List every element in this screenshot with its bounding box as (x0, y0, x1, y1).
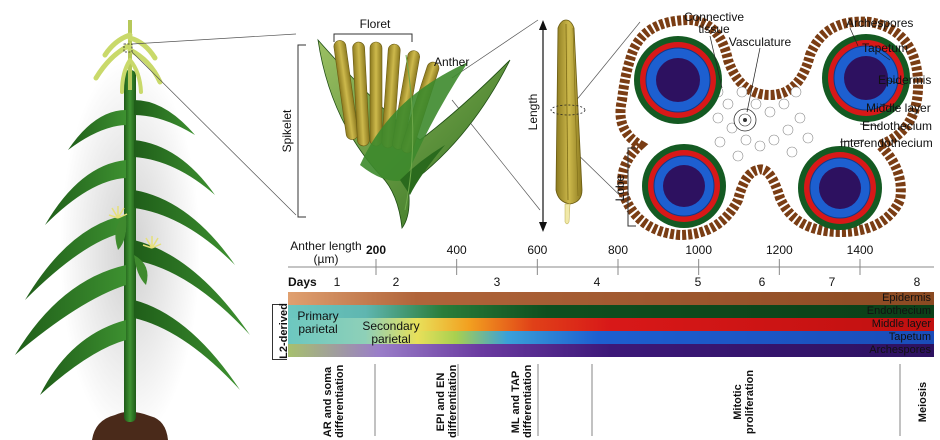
soil (92, 411, 168, 440)
stage-dividers (374, 364, 901, 436)
day-label: 3 (494, 275, 501, 289)
layer-label: Tapetum (888, 331, 931, 343)
anther-label: Anther (434, 55, 469, 69)
zoom-line (569, 21, 641, 109)
stage-meiosis: Meiosis (917, 381, 929, 423)
spikelet-label: Spikelet (280, 109, 294, 152)
locule (798, 146, 882, 230)
layer-label: Endothecium (866, 305, 931, 317)
zoom-box (123, 43, 133, 53)
locule (822, 34, 910, 122)
length-tick-label: 800 (608, 243, 628, 257)
floret-label: Floret (360, 17, 391, 31)
day-label: 2 (393, 275, 400, 289)
layer-bar-middle-layer: Middle layer (288, 318, 934, 331)
length-tick-label: 400 (447, 243, 467, 257)
anther-length-label: Anther length(µm) (290, 239, 361, 266)
archespores-label: Archespores (846, 16, 913, 30)
anther-illustration (539, 19, 586, 232)
corn-plant (15, 20, 250, 440)
floret-bracket (333, 33, 413, 42)
length-tick-label: 1400 (847, 243, 874, 257)
days-label: Days (288, 275, 317, 289)
epidermis-label: Epidermis (878, 73, 931, 87)
layer-bar-epidermis: Epidermis (288, 292, 934, 305)
tapetum-label: Tapetum (862, 41, 908, 55)
anther-length-axis: Anther length(µm) 200 400 600 800 1000 1200 14… (288, 239, 934, 275)
day-label: 7 (829, 275, 836, 289)
tassel (93, 20, 163, 94)
day-label: 6 (759, 275, 766, 289)
interendothecium-label: Interendothecium (840, 136, 933, 150)
layer-label: Archespores (869, 344, 931, 356)
layer-label: Epidermis (882, 292, 931, 304)
layer-bar-tapetum: Tapetum (288, 331, 934, 344)
spikelet-bracket (297, 44, 306, 218)
day-label: 1 (334, 275, 341, 289)
stem (124, 70, 136, 422)
layer-label: Middle layer (871, 318, 931, 330)
length-label: Length (526, 94, 540, 131)
day-label: 5 (695, 275, 702, 289)
zoom-line (131, 51, 297, 216)
middle-layer-label: Middle layer (866, 101, 931, 115)
l2-derived-label: L2-derived (278, 303, 290, 359)
lobe-label: Lobe (613, 174, 627, 201)
zoom-line (451, 19, 539, 79)
length-tick-label: 1000 (685, 243, 712, 257)
l2-bracket (272, 304, 287, 360)
endothecium-label: Endothecium (862, 119, 932, 133)
vasculature-label: Vasculature (729, 35, 792, 49)
length-tick-label: 600 (527, 243, 547, 257)
locule (642, 144, 726, 228)
length-tick-label: 200 (366, 243, 386, 257)
length-tick-label: 1200 (766, 243, 793, 257)
zoom-line (131, 33, 297, 45)
layer-bar-endothecium: Endothecium (288, 305, 934, 318)
days-axis: Days 1 2 3 4 5 6 7 8 (288, 275, 921, 289)
lobe-bracket (627, 147, 636, 227)
locule (634, 36, 722, 124)
layer-bar-archespores: Archespores (288, 344, 934, 357)
day-label: 8 (914, 275, 921, 289)
day-label: 4 (594, 275, 601, 289)
spikelet-illustration (297, 33, 511, 230)
anther-cross-section (615, 14, 924, 241)
